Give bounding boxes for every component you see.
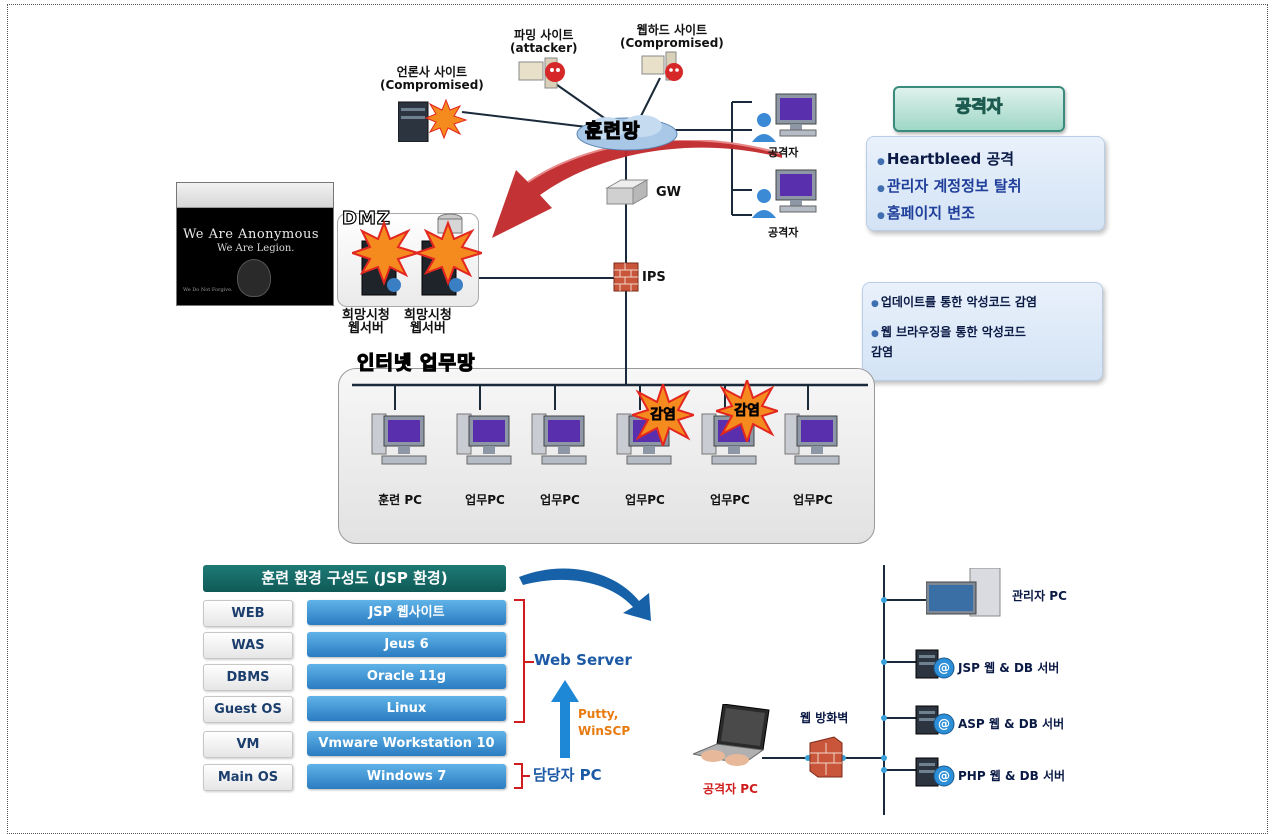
env-table-title: 훈련 환경 구성도 (JSP 환경) <box>203 565 506 592</box>
brackets <box>514 599 534 789</box>
attacker-label: 공격자 <box>768 146 799 159</box>
pc-icon <box>371 413 427 465</box>
pc-icon <box>531 413 587 465</box>
svg-text:@: @ <box>938 769 950 783</box>
defaced-footer: We Do Not Forgive. <box>183 287 233 293</box>
pc-label: 업무PC <box>465 493 505 507</box>
ips-label: IPS <box>642 270 666 285</box>
webserver-label: 희망시청 웹서버 <box>342 308 390 336</box>
db-server-icon: @ <box>915 757 955 787</box>
pc-label: 훈련 PC <box>378 493 422 507</box>
web-firewall-icon <box>809 736 843 778</box>
layer-cell: Main OS <box>203 764 293 791</box>
gateway-icon <box>605 179 649 205</box>
pc-label: 업무PC <box>793 493 833 507</box>
curved-arrow-icon <box>519 568 651 621</box>
attacker-pc-icon <box>752 93 817 142</box>
web-firewall-label: 웹 방화벽 <box>800 711 849 725</box>
dmz-label: DMZ <box>341 207 391 229</box>
value-cell: Windows 7 <box>307 764 506 789</box>
internal-network-zone <box>338 368 875 544</box>
web-server-label: Web Server <box>534 651 632 669</box>
lab-server-label: PHP 웹 & DB 서버 <box>958 769 1066 783</box>
up-arrow-icon <box>551 680 579 758</box>
defaced-headline: We Are Anonymous <box>183 227 320 242</box>
pc-label: 업무PC <box>540 493 580 507</box>
layer-cell: WEB <box>203 600 293 627</box>
layer-cell: DBMS <box>203 664 293 691</box>
attacker-laptop-icon <box>693 704 770 766</box>
value-cell: Linux <box>307 696 506 721</box>
ips-firewall-icon <box>613 262 639 292</box>
svg-text:@: @ <box>938 717 950 731</box>
webserver-label: 희망시청 웹서버 <box>404 308 452 336</box>
training-network-title: 훈련망 <box>584 119 641 142</box>
layer-cell: WAS <box>203 632 293 659</box>
layer-cell: Guest OS <box>203 696 293 723</box>
owner-pc-label: 담당자 PC <box>533 766 602 784</box>
value-cell: Vmware Workstation 10 <box>307 731 506 756</box>
infection-item: ●웹 브라우징을 통한 악성코드 감염 <box>871 325 1026 359</box>
attacker-actions-box: ●Heartbleed 공격 ●관리자 계정정보 탈취 ●홈페이지 변조 <box>866 136 1105 231</box>
infection-burst: 감염 <box>712 376 782 446</box>
admin-pc-icon <box>926 568 1001 617</box>
attacker-pc-label: 공격자 PC <box>703 782 758 796</box>
db-server-icon: @ <box>915 649 955 679</box>
defaced-sub: We Are Legion. <box>217 243 295 254</box>
infection-label: 감염 <box>734 403 760 420</box>
phishing-pc-icon <box>518 57 565 89</box>
attacker-box-title: 공격자 <box>893 86 1065 132</box>
attack-item: ●Heartbleed 공격 <box>877 150 1015 168</box>
webhard-site-label: 웹하드 사이트(Compromised) <box>620 23 724 50</box>
cloud-icon <box>576 115 678 151</box>
news-server-icon <box>398 98 468 142</box>
dmz-webservers-icon <box>352 213 482 296</box>
infection-item: ●업데이트를 통한 악성코드 감염 <box>871 295 1037 309</box>
pc-icon <box>456 413 512 465</box>
phishing-site-label: 파밍 사이트(attacker) <box>510 28 578 55</box>
admin-pc-label: 관리자 PC <box>1012 589 1067 603</box>
infection-burst: 감염 <box>628 380 698 450</box>
lab-server-label: ASP 웹 & DB 서버 <box>958 717 1065 731</box>
value-cell: Oracle 11g <box>307 664 506 689</box>
value-cell: Jeus 6 <box>307 632 506 657</box>
value-cell: JSP 웹사이트 <box>307 600 506 625</box>
defaced-homepage-screenshot: We Are Anonymous We Are Legion. We Do No… <box>176 182 334 306</box>
infection-label: 감염 <box>650 407 676 424</box>
news-site-label: 언론사 사이트(Compromised) <box>380 65 484 92</box>
pc-label: 업무PC <box>710 493 750 507</box>
lab-server-label: JSP 웹 & DB 서버 <box>958 661 1060 675</box>
pc-icon <box>784 413 840 465</box>
layer-cell: VM <box>203 731 293 758</box>
svg-text:@: @ <box>938 661 950 675</box>
attacker-pc-icon <box>752 169 817 218</box>
attack-item: ●홈페이지 변조 <box>877 204 975 222</box>
mask-icon <box>237 259 271 297</box>
db-server-icon: @ <box>915 705 955 735</box>
attack-item: ●관리자 계정정보 탈취 <box>877 177 1022 195</box>
webhard-pc-icon <box>641 51 683 81</box>
attacker-label: 공격자 <box>768 226 799 239</box>
internal-network-title: 인터넷 업무망 <box>356 351 476 374</box>
gw-label: GW <box>656 185 682 200</box>
infection-method-box: ●업데이트를 통한 악성코드 감염 ●웹 브라우징을 통한 악성코드 감염 <box>862 282 1103 381</box>
transfer-tools-label: Putty, WinSCP <box>578 707 631 738</box>
pc-label: 업무PC <box>625 493 665 507</box>
